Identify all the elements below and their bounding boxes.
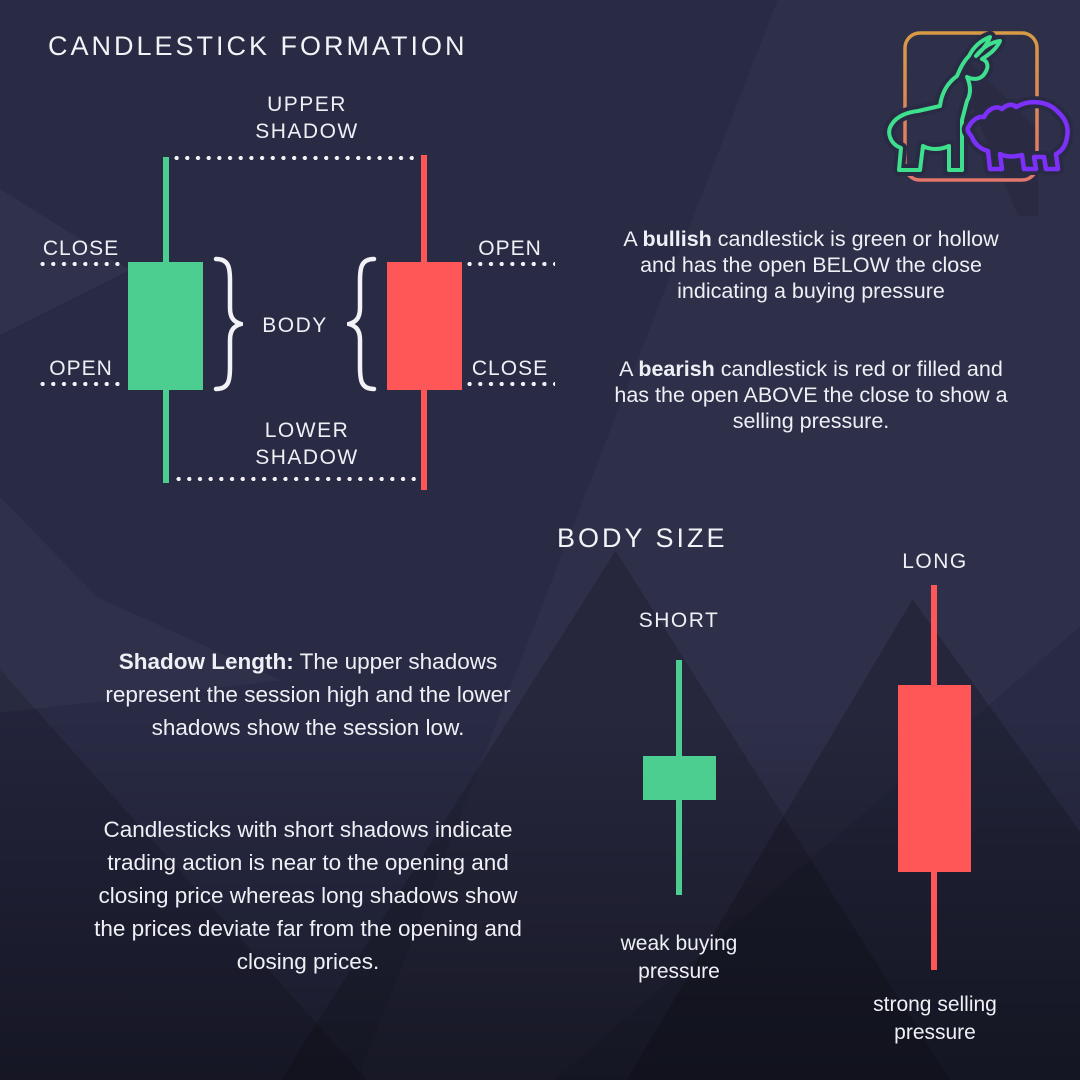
bullish-explanation: A bullish candlestick is green or hollow… — [613, 226, 1009, 304]
bull-icon — [883, 31, 1006, 176]
logo-shadow — [956, 55, 1038, 216]
bullish-explanation-suffix: candlestick is green or hollow and has t… — [640, 227, 999, 303]
bearish-open-dotted-line — [467, 261, 555, 267]
short-label: SHORT — [638, 609, 720, 632]
bullish-open-label: OPEN — [49, 357, 113, 380]
bullish-close-dotted-line — [40, 261, 124, 267]
brace-left-icon — [347, 256, 377, 392]
weak-buying-caption: weak buying pressure — [620, 932, 738, 983]
bearish-explanation-prefix: A — [619, 357, 639, 381]
shadow-length-suffix: The upper shadows represent the session … — [105, 649, 511, 740]
bullish-explanation-bold: bullish — [642, 227, 712, 251]
bear-icon — [961, 96, 1074, 175]
long-candle-body — [898, 685, 971, 872]
strong-selling-caption: strong selling pressure — [873, 993, 997, 1044]
upper-shadow-label: UPPER SHADOW — [255, 93, 359, 143]
bearish-explanation-suffix: candlestick is red or filled and has the… — [614, 357, 1008, 433]
body-label: BODY — [262, 314, 328, 337]
bearish-explanation: A bearish candlestick is red or filled a… — [613, 356, 1009, 434]
bearish-explanation-bold: bearish — [638, 357, 715, 381]
shadow-detail-paragraph: Candlesticks with short shadows indicate… — [94, 817, 522, 974]
long-label: LONG — [902, 550, 968, 573]
bullish-explanation-prefix: A — [623, 227, 643, 251]
lower-shadow-dotted-line — [176, 476, 416, 482]
bull-bear-logo — [878, 20, 1074, 220]
upper-shadow-dotted-line — [174, 155, 414, 161]
shadow-length-block: Shadow Length: The upper shadows represe… — [88, 612, 528, 1011]
shadow-length-paragraph: Shadow Length: The upper shadows represe… — [88, 645, 528, 744]
body-size-heading: BODY SIZE — [557, 523, 728, 553]
brace-right-icon — [213, 256, 243, 392]
bullish-open-dotted-line — [40, 381, 124, 387]
bullish-close-label: CLOSE — [42, 237, 120, 260]
bullish-candle-body — [128, 262, 203, 390]
bearish-open-label: OPEN — [478, 237, 542, 260]
page-title: CANDLESTICK FORMATION — [48, 31, 468, 61]
short-candle-body — [643, 756, 716, 800]
lower-shadow-label: LOWER SHADOW — [255, 419, 359, 469]
bearish-candle-body — [387, 262, 462, 390]
shadow-length-bold: Shadow Length: — [118, 649, 294, 674]
bearish-close-label: CLOSE — [471, 357, 549, 380]
bearish-close-dotted-line — [467, 381, 555, 387]
